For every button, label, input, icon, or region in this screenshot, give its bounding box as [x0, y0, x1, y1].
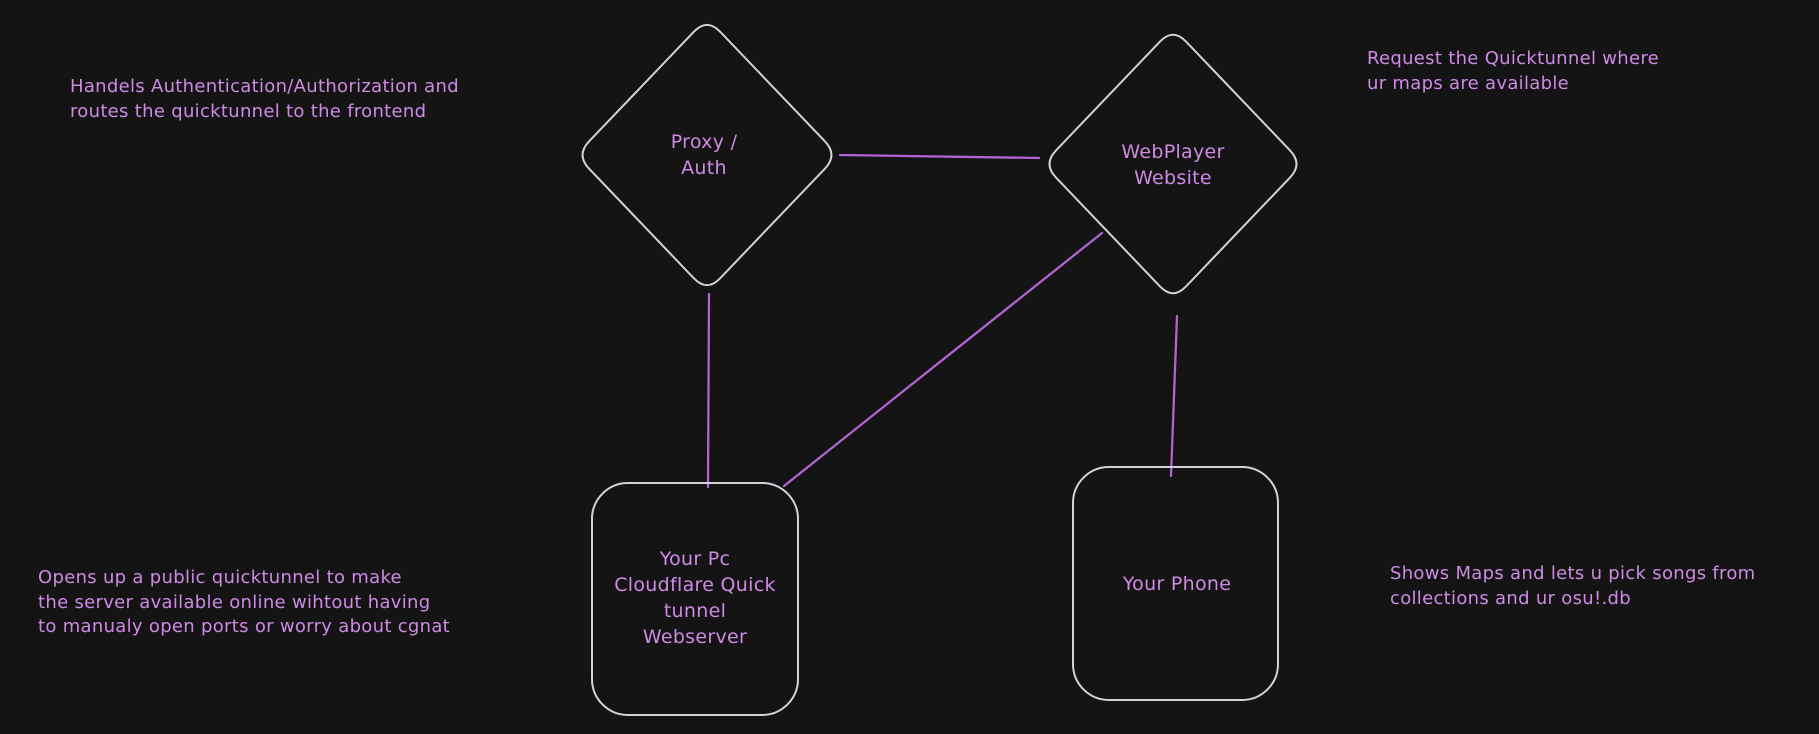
webplayer-diamond[interactable]	[1048, 33, 1298, 295]
proxy-auth-label[interactable]: Proxy / Auth	[670, 131, 738, 179]
webplayer-label[interactable]: WebPlayer Website	[1121, 141, 1225, 189]
edge-webplayer-to-yourpc[interactable]	[782, 231, 1104, 488]
proxy-auth-diamond[interactable]	[581, 23, 833, 287]
edge-webplayer-to-yourphone[interactable]	[1169, 314, 1179, 478]
your-phone-label[interactable]: Your Phone	[1122, 573, 1232, 595]
annotation-quicktunnel[interactable]: Opens up a public quicktunnel to make th…	[38, 567, 451, 637]
annotation-maps[interactable]: Shows Maps and lets u pick songs from co…	[1390, 563, 1756, 609]
your-phone-box[interactable]	[1072, 466, 1279, 701]
your-pc-label[interactable]: Your Pc Cloudflare Quick tunnel Webserve…	[614, 548, 776, 648]
annotation-webplayer[interactable]: Request the Quicktunnel where ur maps ar…	[1367, 48, 1660, 94]
edge-proxy-to-webplayer[interactable]	[838, 153, 1041, 160]
annotation-proxy-auth[interactable]: Handels Authentication/Authorization and…	[70, 76, 459, 122]
edge-proxy-to-yourpc[interactable]	[706, 292, 711, 489]
your-pc-box[interactable]	[591, 482, 799, 716]
